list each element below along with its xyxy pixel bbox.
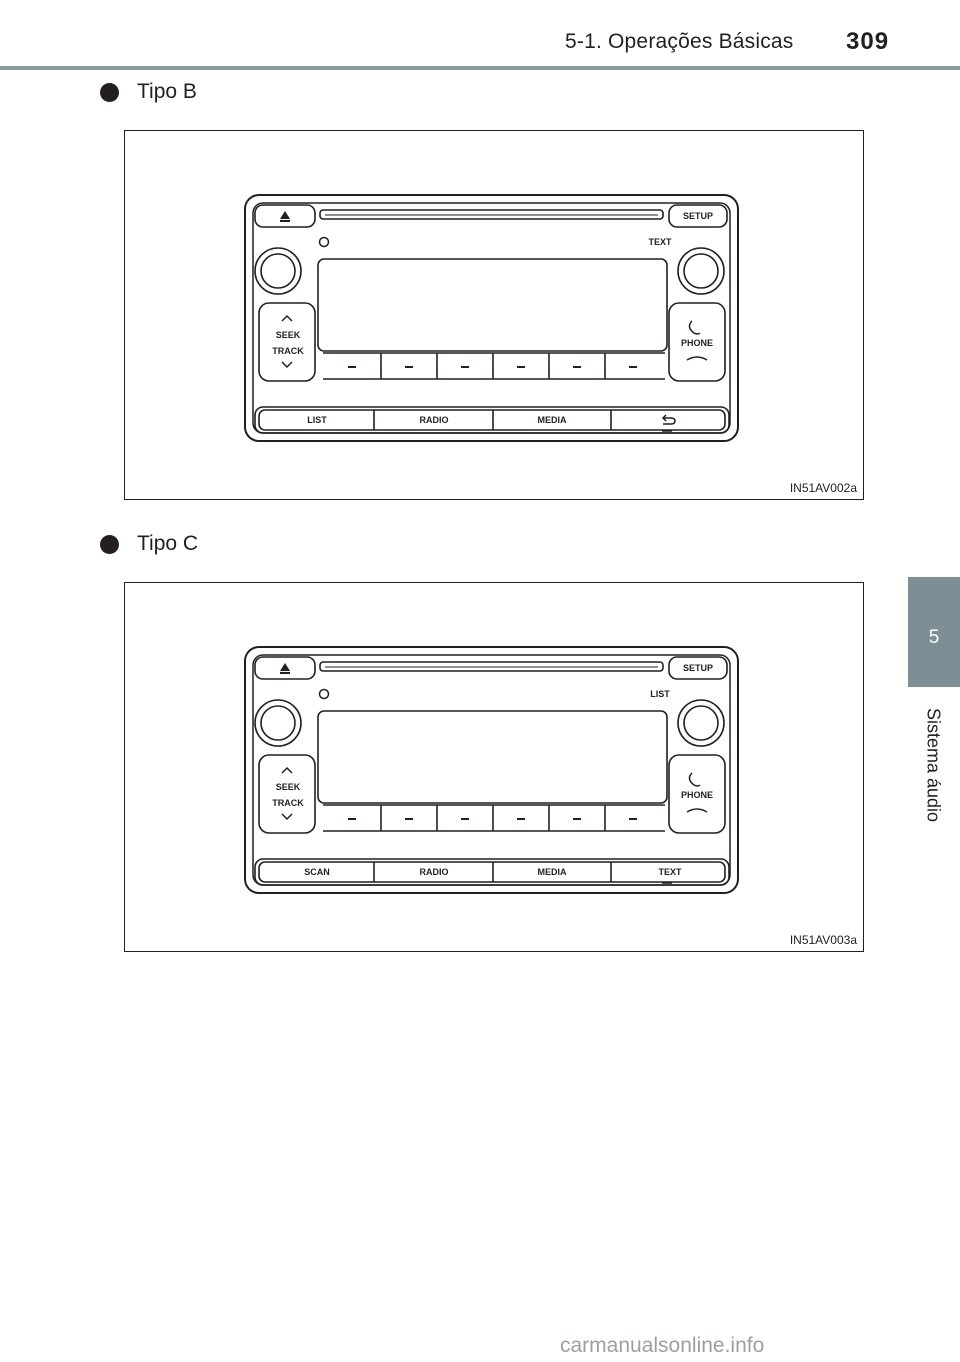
setup-label: SETUP [683,211,713,221]
chapter-tab [908,577,960,687]
list-top-label: LIST [650,689,670,699]
phone-label: PHONE [681,790,713,800]
back-arrow-icon [661,414,676,425]
chapter-number: 5 [928,627,940,648]
phone-label: PHONE [681,338,713,348]
header-rule [0,66,960,70]
radio-button-label: RADIO [420,415,449,425]
text-button-label: TEXT [658,867,682,877]
chapter-title: Sistema áudio [923,707,944,823]
watermark: carmanualsonline.info [560,1334,765,1357]
bullet-icon [100,82,119,102]
figure-code: IN51AV002a [789,481,857,495]
figure-tipo-c: SETUP LIST SEEK TRACK PHONE SCAN RADIO M… [124,582,864,952]
radio-illustration: SETUP LIST SEEK TRACK PHONE SCAN RADIO M… [244,646,739,894]
track-label: TRACK [272,798,304,808]
section-heading-label: Tipo C [137,532,199,555]
radio-button-label: RADIO [420,867,449,877]
track-label: TRACK [272,346,304,356]
bullet-icon [100,534,119,554]
list-button-label: LIST [307,415,327,425]
media-button-label: MEDIA [538,415,568,425]
seek-label: SEEK [276,330,301,340]
scan-button-label: SCAN [304,867,330,877]
page-number: 309 [846,28,890,55]
header-section-title: 5-1. Operações Básicas [565,30,794,53]
section-heading-label: Tipo B [137,80,197,103]
seek-label: SEEK [276,782,301,792]
radio-illustration: SETUP TEXT SEEK TRACK PHONE LIST RADIO M… [244,194,739,442]
figure-tipo-b: SETUP TEXT SEEK TRACK PHONE LIST RADIO M… [124,130,864,500]
setup-label: SETUP [683,663,713,673]
section-heading-tipo-c: Tipo C [100,532,198,556]
section-heading-tipo-b: Tipo B [100,80,197,104]
text-label: TEXT [648,237,672,247]
media-button-label: MEDIA [538,867,568,877]
figure-code: IN51AV003a [789,933,857,947]
